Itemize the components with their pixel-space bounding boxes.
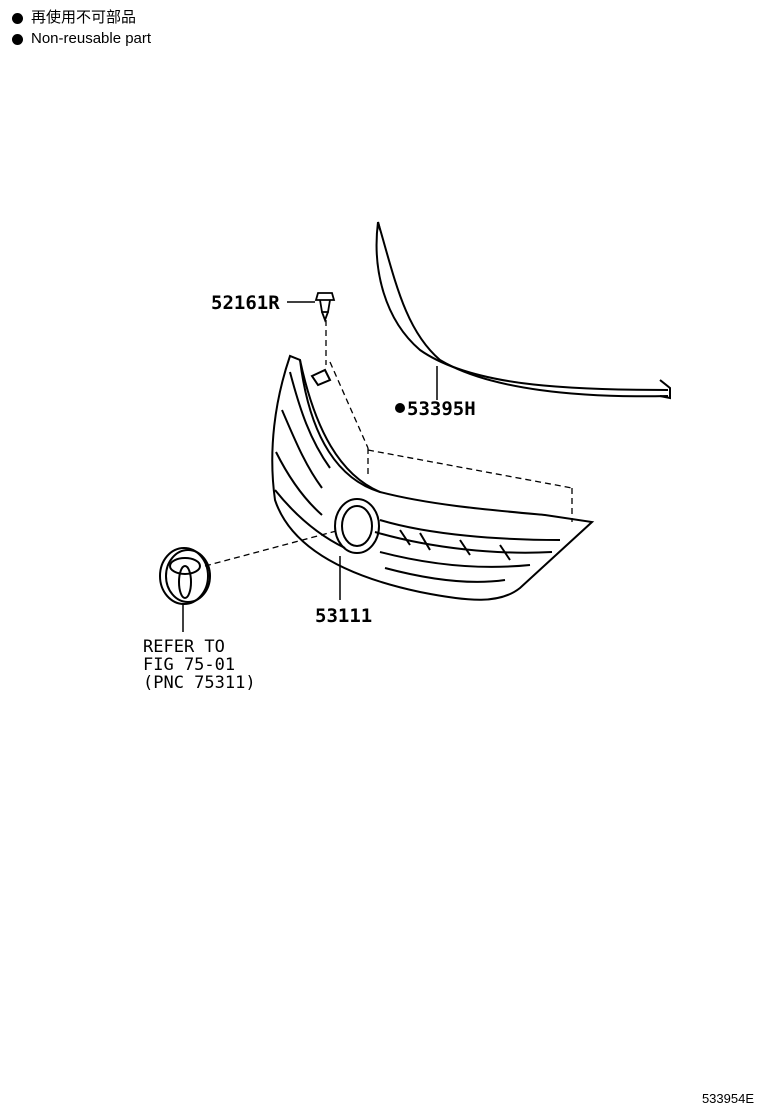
emblem-part xyxy=(159,547,211,605)
radiator-grille xyxy=(271,354,595,601)
molding-strip xyxy=(375,221,671,400)
label-52161R: 52161R xyxy=(211,292,280,314)
non-reusable-dot-icon xyxy=(395,403,405,413)
label-53111: 53111 xyxy=(315,605,372,627)
reference-line-3: (PNC 75311) xyxy=(143,673,256,693)
leader-lines xyxy=(182,301,438,632)
reference-line-2: FIG 75-01 xyxy=(143,655,235,675)
figure-id: 533954E xyxy=(701,1091,754,1106)
bullet-dot-icon xyxy=(12,12,23,24)
reference-line-1: REFER TO xyxy=(143,637,225,657)
legend-jp-text: 再使用不可部品 xyxy=(31,9,137,26)
legend-en: Non-reusable part xyxy=(12,29,151,49)
legend-en-text: Non-reusable part xyxy=(31,30,152,47)
legend-jp: 再使用不可部品 xyxy=(12,8,136,28)
label-53395H: 53395H xyxy=(407,398,476,420)
assembly-dashed-lines xyxy=(204,320,573,567)
clip-part xyxy=(314,292,336,323)
bullet-dot-icon xyxy=(12,33,23,45)
